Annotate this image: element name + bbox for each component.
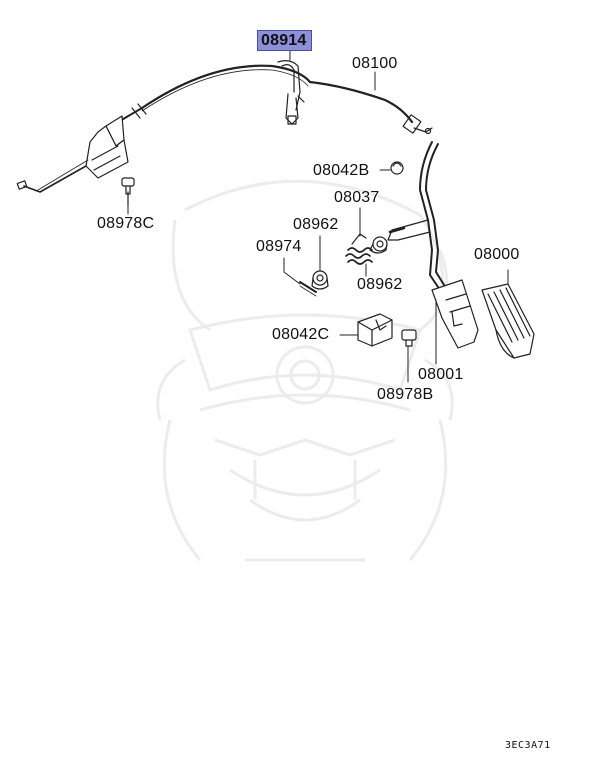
diagram-code: 3EC3A71 bbox=[505, 740, 551, 751]
part-label-08037[interactable]: 08037 bbox=[334, 189, 380, 206]
pedal-arm bbox=[387, 141, 479, 349]
cable-bracket bbox=[16, 115, 129, 193]
bushing-left bbox=[311, 270, 329, 290]
cable-clamp bbox=[277, 60, 305, 125]
pin-08974 bbox=[299, 281, 317, 297]
part-label-08978B[interactable]: 08978B bbox=[377, 386, 434, 403]
bolt-08978C bbox=[121, 177, 135, 207]
part-label-08962-lower[interactable]: 08962 bbox=[357, 276, 403, 293]
part-label-08000[interactable]: 08000 bbox=[474, 246, 520, 263]
return-spring bbox=[345, 233, 373, 265]
part-label-08001[interactable]: 08001 bbox=[418, 366, 464, 383]
watermark-samurai-logo bbox=[156, 179, 454, 562]
part-label-08962-upper[interactable]: 08962 bbox=[293, 216, 339, 233]
part-label-08042C[interactable]: 08042C bbox=[272, 326, 330, 343]
bushing-right bbox=[369, 236, 388, 254]
accelerator-cable bbox=[117, 64, 433, 135]
pedal-pad bbox=[481, 283, 535, 359]
bolt-08978B bbox=[401, 329, 417, 347]
part-label-08974[interactable]: 08974 bbox=[256, 238, 302, 255]
stopper-08042C bbox=[357, 313, 393, 347]
clip-08042B bbox=[390, 161, 404, 175]
part-label-08042B[interactable]: 08042B bbox=[313, 162, 370, 179]
part-label-08914[interactable]: 08914 bbox=[257, 30, 312, 51]
part-label-08978C[interactable]: 08978C bbox=[97, 215, 155, 232]
part-label-08100[interactable]: 08100 bbox=[352, 55, 398, 72]
